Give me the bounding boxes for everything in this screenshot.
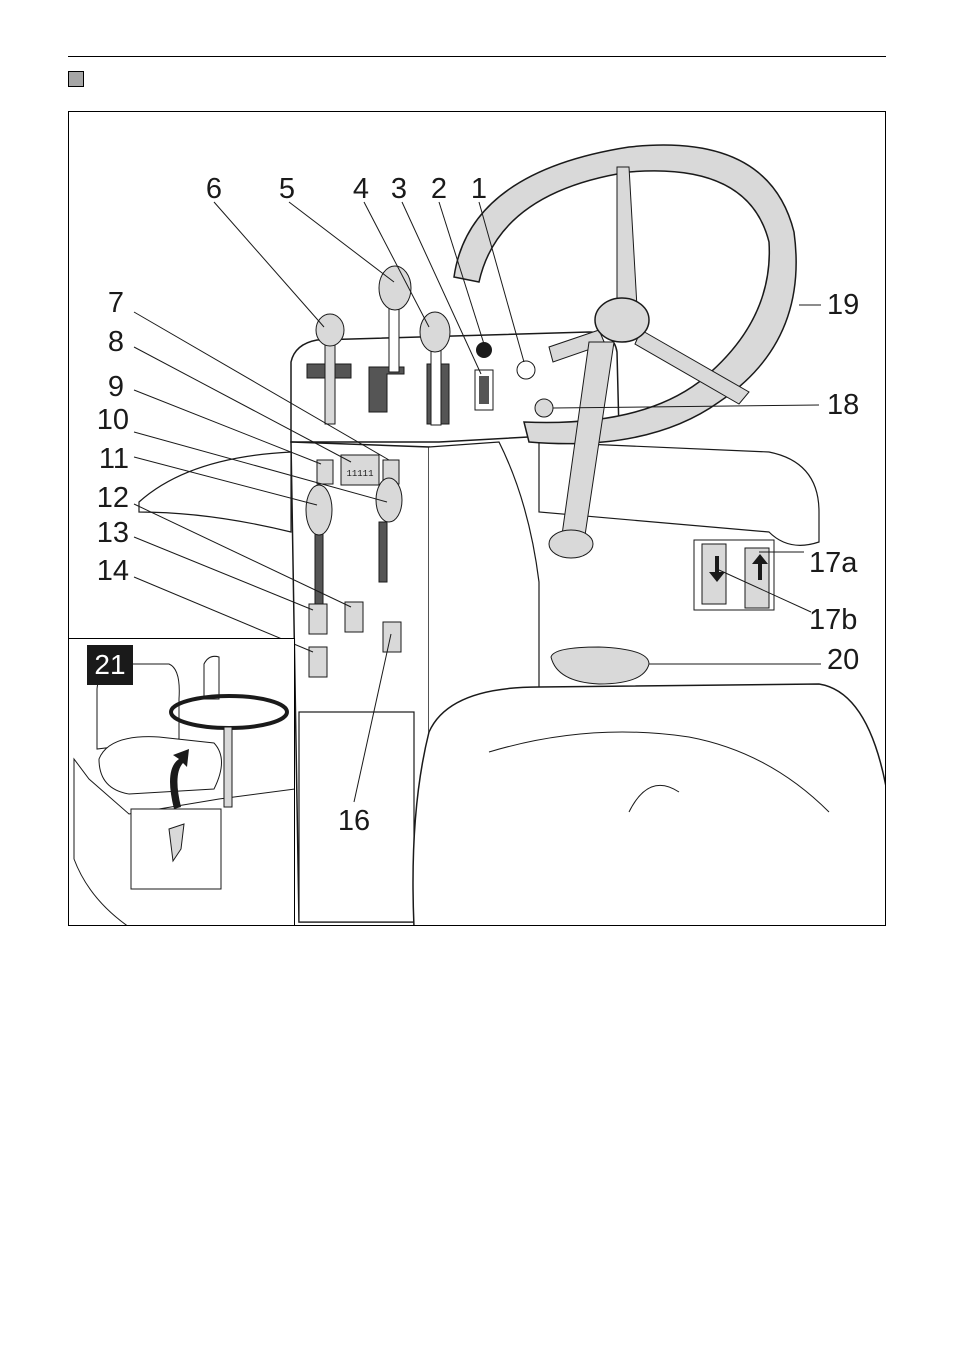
lever-6-knob xyxy=(316,314,344,346)
odometer-digits: 11111 xyxy=(346,469,373,479)
indicator-2 xyxy=(476,342,492,358)
callout-18: 18 xyxy=(827,389,859,421)
callout-2: 2 xyxy=(431,173,447,205)
operator-controls-figure: 11111 xyxy=(68,111,886,926)
callout-8: 8 xyxy=(108,326,124,358)
callout-5: 5 xyxy=(279,173,295,205)
callout-9: 9 xyxy=(108,371,124,403)
steering-column-base xyxy=(549,530,593,558)
switch-12 xyxy=(345,602,363,632)
operator-seat xyxy=(413,684,886,926)
section-marker-square xyxy=(68,71,84,87)
callout-6: 6 xyxy=(206,173,222,205)
top-rule xyxy=(68,56,886,57)
lever-4-shaft xyxy=(431,347,441,425)
seat-handle-20 xyxy=(551,647,649,684)
callout-1: 1 xyxy=(471,173,487,205)
callout-19: 19 xyxy=(827,289,859,321)
key-switch-1 xyxy=(517,361,535,379)
inset-steering-column xyxy=(224,727,232,807)
steering-spoke-top xyxy=(617,167,637,307)
pedal-17a xyxy=(745,548,769,608)
callout-17a: 17a xyxy=(809,547,858,579)
switch-16 xyxy=(383,622,401,652)
callout-11: 11 xyxy=(99,443,129,475)
callout-3: 3 xyxy=(391,173,407,205)
inset-seat-view: 21 xyxy=(69,638,295,926)
lever-6-shaft xyxy=(325,342,335,424)
lever-10-shaft xyxy=(379,522,387,582)
callout-12: 12 xyxy=(97,482,129,514)
callout-16: 16 xyxy=(338,805,370,837)
callout-4: 4 xyxy=(353,173,369,205)
inset-seat-cushion xyxy=(99,737,222,794)
steering-hub xyxy=(595,298,649,342)
callout-13: 13 xyxy=(97,517,129,549)
inset-label-badge: 21 xyxy=(87,645,133,685)
callout-7: 7 xyxy=(108,287,124,319)
callout-14: 14 xyxy=(97,555,129,587)
button-18 xyxy=(535,399,553,417)
switch-13 xyxy=(309,604,327,634)
lever-11-knob xyxy=(306,485,332,535)
inset-headrest xyxy=(204,656,219,699)
callout-20: 20 xyxy=(827,644,859,676)
callout-10: 10 xyxy=(97,404,129,436)
lever-5-knob xyxy=(379,266,411,310)
callout-17b: 17b xyxy=(809,604,857,636)
inset-steering-wheel xyxy=(171,696,287,728)
